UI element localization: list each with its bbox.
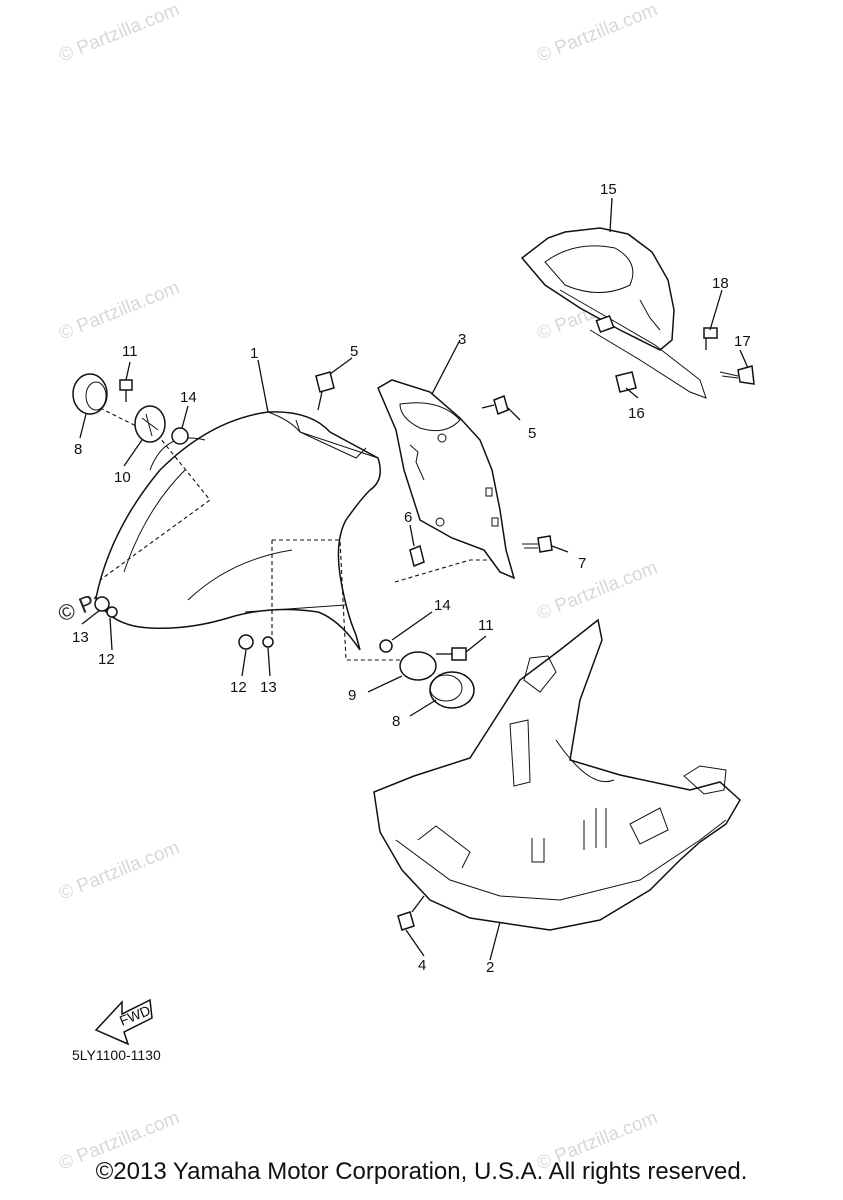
watermark: © Partzilla.com — [56, 277, 183, 344]
part-8-reflector-lens — [72, 373, 108, 415]
part-14-nut — [171, 427, 189, 445]
callout-8: 8 — [74, 441, 82, 458]
part-4-bolt — [397, 895, 425, 931]
callout-11: 11 — [478, 617, 494, 634]
callout-12: 12 — [98, 651, 115, 668]
assembly-guide-line — [99, 407, 211, 581]
callout-6: 6 — [404, 509, 412, 526]
callout-4: 4 — [418, 957, 426, 974]
callout-12: 12 — [230, 679, 247, 696]
diagram-code: 5LY1100-1130 — [72, 1047, 161, 1063]
part-11-screw — [119, 379, 133, 402]
callout-17: 17 — [734, 333, 751, 350]
callout-1: 1 — [250, 345, 258, 362]
callout-8: 8 — [392, 713, 400, 730]
callout-10: 10 — [114, 469, 131, 486]
part-3-inner-panel — [377, 379, 516, 580]
part-15-cover — [520, 227, 707, 399]
callout-15: 15 — [600, 181, 617, 198]
callout-18: 18 — [712, 275, 729, 292]
part-12-nut — [94, 596, 254, 650]
callout-9: 9 — [348, 687, 356, 704]
watermark: © Partzilla.com — [56, 837, 183, 904]
callout-labels: 1 2 3 4 5 5 6 7 8 8 9 10 11 11 12 12 13 … — [72, 181, 751, 976]
callout-14: 14 — [180, 389, 197, 406]
part-14-nut — [379, 639, 393, 653]
watermark: © Partzilla.com — [56, 0, 183, 67]
part-17-screw — [719, 365, 755, 385]
callout-11: 11 — [122, 343, 138, 360]
part-5-bolt — [315, 371, 335, 411]
leader-lines — [79, 197, 749, 961]
part-8-reflector-lens — [429, 671, 475, 709]
assembly-guide-line — [394, 559, 502, 583]
callout-13: 13 — [72, 629, 89, 646]
part-18-screw — [703, 327, 718, 350]
forward-arrow-icon: FWD — [94, 998, 153, 1046]
part-5-bolt — [481, 394, 509, 416]
watermark: © Partzilla.com — [534, 557, 661, 624]
part-16-clip — [615, 371, 637, 393]
callout-13: 13 — [260, 679, 277, 696]
callout-7: 7 — [578, 555, 586, 572]
callout-2: 2 — [486, 959, 494, 976]
callout-5: 5 — [528, 425, 536, 442]
part-11-screw — [436, 647, 467, 661]
copyright-notice: ©2013 Yamaha Motor Corporation, U.S.A. A… — [95, 1158, 748, 1185]
part-7-screw — [522, 535, 553, 553]
callout-3: 3 — [458, 331, 466, 348]
part-1-fender — [95, 411, 381, 651]
callout-5: 5 — [350, 343, 358, 360]
part-9-reflector-base — [399, 651, 437, 681]
assembly-guide-line — [271, 539, 420, 661]
part-6-clip — [409, 544, 425, 568]
callout-16: 16 — [628, 405, 645, 422]
part-2-lower-cover — [373, 618, 741, 931]
part-13-washer — [106, 606, 274, 648]
callout-14: 14 — [434, 597, 451, 614]
part-10-reflector-base — [134, 405, 166, 443]
watermark: © Partzilla.com — [534, 0, 661, 67]
